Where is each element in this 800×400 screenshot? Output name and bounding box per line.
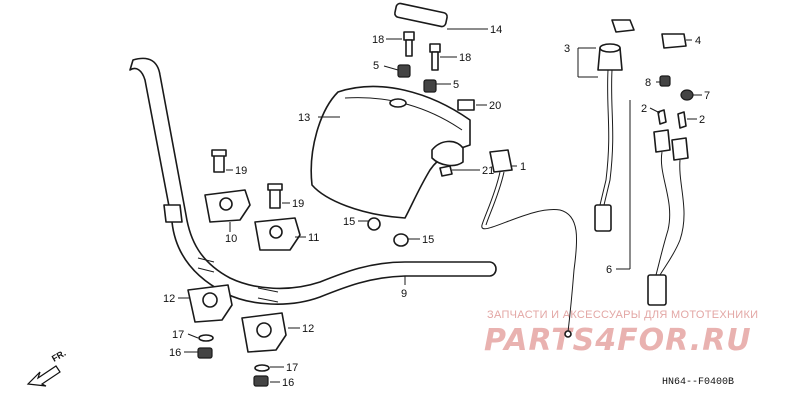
watermark: ЗАПЧАСТИ И АКСЕССУАРЫ ДЛЯ МОТОТЕХНИКИ PA…	[484, 309, 758, 358]
watermark-tagline: ЗАПЧАСТИ И АКСЕССУАРЫ ДЛЯ МОТОТЕХНИКИ	[487, 309, 758, 321]
callout-15-upper: 15	[343, 216, 355, 228]
callout-4: 4	[695, 35, 701, 47]
bolt-18-left	[403, 31, 415, 57]
handlebar-part	[129, 57, 497, 305]
callout-17-right: 17	[286, 362, 298, 374]
callout-3: 3	[564, 43, 570, 55]
clip-21-part	[439, 165, 453, 177]
grommet-5-left	[397, 64, 411, 78]
lower-holder-12-right	[241, 312, 287, 353]
nut-16-left	[197, 347, 213, 359]
lower-holder-12-left	[187, 284, 233, 323]
diagram-code: HN64--F0400B	[662, 377, 734, 388]
callout-5-right: 5	[453, 79, 459, 91]
callout-2-left: 2	[641, 103, 647, 115]
front-direction-arrow: FR.	[26, 348, 68, 387]
callout-12-left: 12	[163, 293, 175, 305]
callout-2-right: 2	[699, 114, 705, 126]
meter-cover-part	[310, 85, 471, 219]
clip-2-left	[657, 109, 667, 125]
callout-1: 1	[520, 161, 526, 173]
washer-17-left	[198, 334, 214, 342]
callout-21: 21	[482, 165, 494, 177]
callout-14: 14	[490, 24, 502, 36]
front-arrow-label: FR.	[50, 348, 68, 364]
callout-6: 6	[606, 264, 612, 276]
callout-12-right: 12	[302, 323, 314, 335]
washer-17-right	[254, 364, 270, 372]
callout-18-left: 18	[372, 34, 384, 46]
nut-16-right	[253, 375, 269, 387]
callout-19-lower: 19	[292, 198, 304, 210]
callout-13: 13	[298, 112, 310, 124]
grommet-15-lower	[393, 233, 409, 247]
speedometer-cable-part	[481, 149, 578, 338]
callout-15-lower: 15	[422, 234, 434, 246]
callout-8: 8	[645, 77, 651, 89]
callout-5-left: 5	[373, 60, 379, 72]
top-pad-part	[394, 2, 448, 28]
grommet-15-upper	[367, 217, 381, 231]
upper-holder-11-part	[254, 183, 301, 251]
grommet-5-right	[423, 79, 437, 93]
callout-16-left: 16	[169, 347, 181, 359]
leader-lines	[178, 28, 702, 383]
watermark-logo: PARTS4FOR.RU	[484, 323, 752, 358]
upper-holder-10-part	[204, 149, 251, 223]
callout-16-right: 16	[282, 377, 294, 389]
callout-18-right: 18	[459, 52, 471, 64]
bolt-18-right	[429, 43, 441, 71]
callout-7: 7	[704, 90, 710, 102]
connector-wire-6-part	[647, 129, 689, 306]
callouts: 14 18 18 5 5 20 13 1 21 3 4 8 7 2 2 6 19…	[163, 24, 710, 389]
grommet-7-part	[680, 89, 694, 101]
callout-9: 9	[401, 288, 407, 300]
callout-17-left: 17	[172, 329, 184, 341]
ignition-switch-part	[594, 19, 687, 232]
callout-10: 10	[225, 233, 237, 245]
callout-19-upper: 19	[235, 165, 247, 177]
clip-2-right	[677, 111, 687, 129]
front-arrow-icon	[26, 365, 61, 387]
callout-20: 20	[489, 100, 501, 112]
callout-11: 11	[308, 232, 319, 244]
clip-20-part	[457, 99, 475, 111]
grommet-8-part	[659, 75, 671, 87]
